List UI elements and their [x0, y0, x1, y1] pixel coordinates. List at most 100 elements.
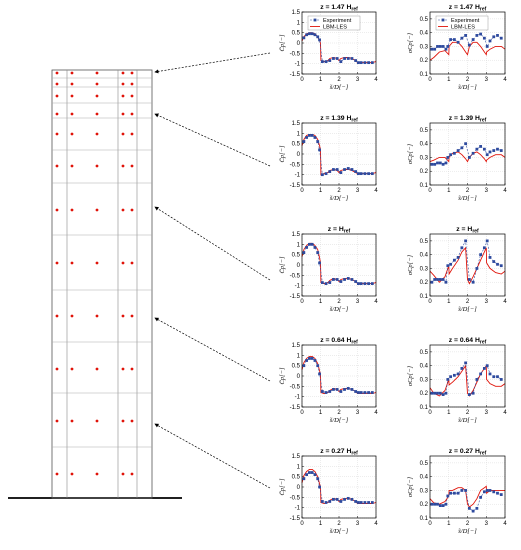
experiment-point: [313, 33, 317, 37]
experiment-point: [464, 142, 468, 146]
subscript-ref: ref: [480, 7, 487, 13]
experiment-point: [367, 501, 370, 504]
y-tick-label: -1.5: [290, 294, 301, 300]
experiment-point: [496, 147, 499, 151]
y-tick-label: -1: [295, 506, 301, 512]
x-tick-label: 2: [466, 410, 470, 416]
experiment-point: [475, 147, 479, 151]
experiment-point: [302, 251, 306, 254]
pressure-tap: [55, 367, 59, 371]
y-tick-label: 0.5: [292, 364, 301, 370]
pressure-tap: [121, 94, 125, 98]
x-tick-label: 0: [428, 410, 432, 416]
pressure-tap: [95, 82, 99, 86]
experiment-point: [452, 491, 456, 495]
lbm-les-line: [301, 242, 377, 285]
y-axis-label: σCp[−]: [407, 365, 414, 386]
pressure-tap: [70, 472, 74, 476]
experiment-point: [343, 388, 346, 391]
experiment-point: [452, 258, 456, 262]
plot-frame: [429, 344, 506, 408]
x-tick-label: 0: [300, 410, 304, 416]
pressure-tap: [70, 261, 74, 265]
experiment-point: [318, 485, 321, 489]
experiment-line: [303, 358, 373, 393]
experiment-point: [449, 153, 453, 157]
experiment-point: [302, 364, 306, 368]
x-tick-label: 1: [319, 188, 323, 194]
pressure-tap: [55, 71, 59, 75]
x-tick-label: 4: [503, 77, 507, 83]
y-tick-label: 0.5: [292, 142, 301, 148]
experiment-point: [479, 495, 483, 499]
pressure-tap: [95, 164, 99, 168]
panel-title: z = 1.47 Href: [449, 4, 487, 13]
subscript-ref: ref: [351, 451, 358, 457]
panel-title: z = 1.39 Href: [320, 115, 358, 124]
experiment-point: [488, 372, 492, 376]
x-tick-label: 3: [356, 77, 360, 83]
experiment-point: [350, 388, 354, 391]
y-tick-label: 1.5: [292, 343, 301, 349]
experiment-point: [467, 506, 471, 510]
pressure-tap: [130, 82, 134, 86]
pressure-tap: [70, 419, 74, 423]
pressure-tap: [121, 261, 125, 265]
y-axis-label: σCp[−]: [407, 254, 414, 275]
experiment-point: [467, 156, 471, 159]
experiment-point: [441, 162, 445, 166]
pressure-tap: [55, 261, 59, 265]
experiment-point: [446, 378, 450, 381]
pressure-tap: [130, 314, 134, 318]
experiment-point: [436, 45, 439, 48]
experiment-point: [499, 149, 503, 152]
y-tick-label: 0.2: [420, 502, 429, 508]
y-tick-label: 0: [297, 263, 301, 269]
experiment-point: [452, 373, 456, 377]
pressure-tap: [95, 314, 99, 318]
experiment-point: [359, 61, 363, 65]
experiment-point: [335, 498, 339, 501]
experiment-point: [464, 239, 468, 243]
experiment-point: [350, 168, 354, 171]
pressure-tap: [55, 112, 59, 116]
subscript-ref: ref: [351, 7, 358, 13]
experiment-point: [475, 34, 479, 37]
y-tick-label: 0.3: [420, 377, 429, 383]
legend-experiment-marker: [313, 18, 317, 22]
experiment-point: [339, 500, 343, 503]
experiment-point: [332, 498, 335, 501]
x-tick-label: 4: [503, 299, 507, 305]
x-tick-label: 1: [447, 299, 451, 305]
y-tick-label: -1.5: [290, 183, 301, 189]
experiment-point: [305, 136, 309, 139]
legend-box: [435, 15, 489, 31]
x-tick-label: 3: [485, 188, 489, 194]
y-tick-label: 0.3: [420, 488, 429, 494]
experiment-point: [335, 278, 339, 281]
experiment-point: [492, 260, 496, 263]
experiment-point: [370, 282, 374, 285]
x-tick-label: 3: [356, 188, 360, 194]
experiment-point: [485, 239, 489, 243]
experiment-point: [456, 40, 460, 44]
y-axis-label: σCp[−]: [407, 476, 414, 497]
x-tick-label: 3: [485, 410, 489, 416]
pressure-tap: [95, 132, 99, 136]
x-tick-label: 2: [466, 188, 470, 194]
x-axis-label: ̃s/D[−]: [458, 84, 477, 91]
experiment-point: [367, 282, 370, 285]
experiment-point: [433, 391, 437, 395]
experiment-point: [343, 168, 346, 171]
x-tick-label: 1: [447, 77, 451, 83]
experiment-point: [496, 34, 499, 37]
pressure-tap: [55, 94, 59, 98]
experiment-point: [436, 391, 439, 395]
experiment-point: [318, 148, 321, 152]
experiment-point: [324, 60, 328, 63]
pressure-tap: [130, 164, 134, 168]
pressure-tap: [130, 112, 134, 116]
